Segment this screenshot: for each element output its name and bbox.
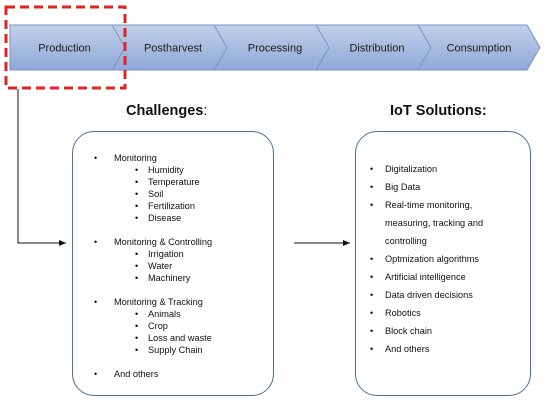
challenges-heading: Challenges: — [126, 103, 207, 119]
challenge-item-row: Machinery — [114, 272, 212, 284]
group-spacer — [114, 356, 212, 368]
challenge-item-row: Animals — [114, 308, 212, 320]
solution-item-line: Optmization algorithms — [385, 254, 479, 264]
production-to-challenges-arrow — [17, 89, 66, 246]
challenge-item-row: Crop — [114, 320, 212, 332]
value-chain-chevrons: Production Postharvest Processing Distribut… — [4, 5, 541, 90]
solution-item: Robotics — [370, 307, 483, 319]
challenge-item-row: Supply Chain — [114, 344, 212, 356]
solution-item-line: controlling — [385, 236, 427, 246]
solution-item-line: Robotics — [385, 308, 421, 318]
challenge-item: Animals — [148, 309, 181, 319]
solution-item: Optmization algorithms — [370, 253, 483, 265]
solution-item: Real-time monitoring, measuring, tracking… — [370, 199, 483, 247]
challenge-item-row: Humidity — [114, 164, 212, 176]
stage-chevron-consumption — [417, 24, 541, 71]
challenge-item: Temperature — [148, 177, 200, 187]
solution-item-line: measuring, tracking and — [385, 218, 484, 228]
challenge-item: Water — [148, 261, 172, 271]
group-spacer — [114, 224, 212, 236]
solution-item-line: Digitalization — [385, 164, 438, 174]
challenge-item-row: Loss and waste — [114, 332, 212, 344]
solution-item: Big Data — [370, 181, 483, 193]
challenge-group-label: Monitoring — [94, 152, 212, 164]
stage-label-production: Production — [38, 43, 91, 55]
challenge-item-row: Irrigation — [114, 248, 212, 260]
challenge-item: Fertilization — [148, 201, 195, 211]
solution-item-line: Big Data — [385, 182, 421, 192]
solution-item: Block chain — [370, 325, 483, 337]
challenge-group-label: And others — [94, 368, 212, 380]
challenge-item-row: Water — [114, 260, 212, 272]
solution-item: Artificial intelligence — [370, 271, 483, 283]
stage-label-consumption: Consumption — [447, 43, 512, 55]
challenge-item: Disease — [148, 213, 181, 223]
challenge-item: Soil — [148, 189, 163, 199]
challenge-item-row: Disease — [114, 212, 212, 224]
challenges-list: MonitoringHumidityTemperatureSoilFertili… — [94, 152, 212, 380]
solution-item-line: Artificial intelligence — [385, 272, 466, 282]
solution-item: And others — [370, 343, 483, 355]
stage-label-postharvest: Postharvest — [144, 43, 202, 55]
challenge-item: Supply Chain — [148, 345, 203, 355]
challenge-item-row: Soil — [114, 188, 212, 200]
solution-item: Digitalization — [370, 163, 483, 175]
iot-solutions-list: DigitalizationBig DataReal-time monitori… — [370, 163, 483, 361]
challenge-item: Machinery — [148, 273, 190, 283]
solution-item-line: Real-time monitoring, — [385, 200, 473, 210]
iot-solutions-heading: IoT Solutions: — [390, 103, 487, 119]
solution-item-line: Data driven decisions — [385, 290, 473, 300]
challenge-group-label: Monitoring & Controlling — [94, 236, 212, 248]
challenge-group-label: Monitoring & Tracking — [94, 296, 212, 308]
stage-label-processing: Processing — [248, 43, 302, 55]
stage-label-distribution: Distribution — [349, 43, 404, 55]
challenge-item: Humidity — [148, 165, 184, 175]
solution-item-line: Block chain — [385, 326, 432, 336]
group-spacer — [114, 284, 212, 296]
challenges-title: Challenges — [126, 103, 204, 119]
challenge-item: Loss and waste — [148, 333, 212, 343]
challenge-item: Crop — [148, 321, 168, 331]
challenge-item-row: Fertilization — [114, 200, 212, 212]
production-highlight-box — [4, 5, 127, 90]
solution-item: Data driven decisions — [370, 289, 483, 301]
challenge-item-row: Temperature — [114, 176, 212, 188]
solution-item-line: And others — [385, 344, 430, 354]
challenges-title-colon: : — [203, 103, 208, 119]
challenge-item: Irrigation — [148, 249, 184, 259]
